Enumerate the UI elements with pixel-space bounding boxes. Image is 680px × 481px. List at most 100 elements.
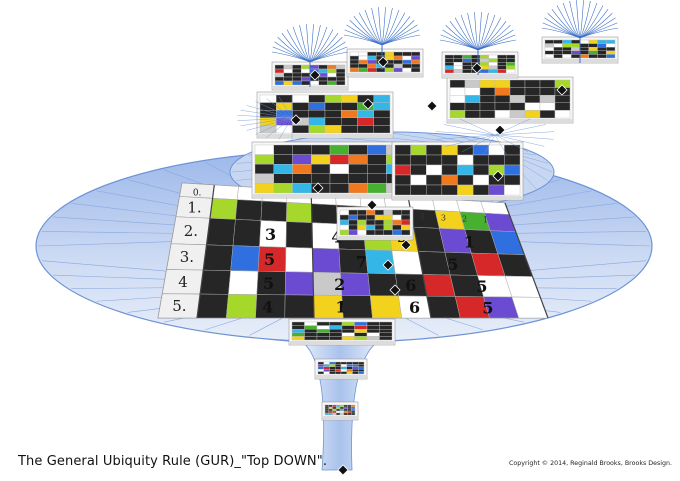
- sub-grid-cell: [292, 163, 312, 174]
- sub-grid-cell: [349, 55, 359, 61]
- sub-grid-cell: [441, 184, 458, 196]
- sub-grid-cell: [497, 62, 507, 67]
- sub-grid-cell: [283, 76, 293, 82]
- grid-cell: [432, 198, 461, 213]
- sub-grid-cell: [462, 54, 472, 59]
- sub-grid-cell: [327, 76, 337, 82]
- sub-grid-cell: [479, 110, 496, 119]
- diagram-title: The General Ubiquity Rule (GUR)_"Top DOW…: [18, 454, 328, 469]
- sub-grid-cell: [544, 39, 554, 44]
- sub-grid-cell: [579, 39, 589, 44]
- tree-branch: [299, 25, 311, 63]
- sub-grid-cell: [471, 54, 481, 59]
- sub-grid-cell: [562, 47, 572, 52]
- sub-grid-cell: [411, 59, 421, 65]
- sub-grid-cell: [292, 183, 312, 194]
- sub-grid-cell: [401, 214, 411, 221]
- column-divider: [504, 202, 549, 319]
- sub-grid-cell: [444, 65, 454, 70]
- sub-grid-cell: [504, 164, 521, 176]
- sub-grid-cell: [524, 87, 541, 96]
- sub-grid-cell: [606, 39, 616, 44]
- sub-grid-cell: [316, 329, 330, 334]
- sub-grid-cell: [347, 408, 352, 412]
- sub-grid-cell: [367, 154, 387, 165]
- sub-grid-cell: [357, 219, 367, 226]
- sub-grid-cell: [506, 62, 516, 67]
- grid-cell: [426, 295, 461, 319]
- sub-grid-cell: [336, 406, 341, 410]
- sub-grid-cell: [393, 63, 403, 69]
- sub-grid-cell: [354, 332, 368, 337]
- sub-grid-cell: [462, 62, 472, 67]
- sub-grid-cell: [472, 184, 489, 196]
- sub-grid-cell: [308, 109, 326, 118]
- sub-grid-cell: [357, 125, 374, 134]
- sub-grid-cell: [329, 325, 343, 330]
- tree-branch: [381, 7, 386, 46]
- grid-cell: [209, 198, 238, 220]
- sub-grid-cell: [597, 43, 607, 48]
- sub-grid-cell: [329, 361, 336, 365]
- sub-grid-cell: [588, 54, 598, 59]
- sub-grid-cell: [352, 369, 359, 372]
- sub-grid-cell: [292, 80, 302, 86]
- tree-branch: [240, 110, 293, 119]
- sub-grid-cell: [383, 214, 393, 221]
- sub-grid-cell: [383, 229, 393, 236]
- sub-grid-cell: [341, 332, 355, 337]
- sub-grid-cell: [357, 109, 374, 118]
- sub-grid-cell: [562, 39, 572, 44]
- sub-grid-cell: [318, 64, 328, 70]
- sub-grid-cell: [384, 67, 394, 73]
- sub-grid-cell: [348, 183, 368, 194]
- sub-grid-cell: [367, 55, 377, 61]
- tree-branch: [278, 96, 293, 119]
- sub-grid-cell: [349, 67, 359, 73]
- tree-branch: [381, 34, 421, 46]
- sub-grid-cell: [394, 174, 411, 186]
- sub-grid-cell: [358, 59, 368, 65]
- lower-grid-2: [314, 358, 368, 380]
- sub-grid-cell: [291, 321, 305, 326]
- sub-grid-cell: [524, 79, 541, 88]
- sub-grid-cell: [374, 229, 384, 236]
- grid-cell: [225, 294, 258, 319]
- sub-grid-cell: [393, 51, 403, 57]
- sub-grid-cell: [309, 64, 319, 70]
- sub-grid-cell: [332, 404, 337, 408]
- sub-grid-cell: [544, 47, 554, 52]
- sub-grid-cell: [402, 67, 412, 73]
- sub-grid-cell: [351, 404, 356, 408]
- sub-grid-cell: [329, 329, 343, 334]
- sub-grid-cell: [276, 102, 293, 111]
- sub-grid-cell: [383, 209, 393, 216]
- sub-grid-cell: [464, 94, 481, 103]
- sub-grid-cell: [354, 336, 368, 341]
- sub-grid-cell: [339, 214, 349, 221]
- sub-grid-cell: [349, 59, 359, 65]
- sub-grid-cell: [366, 209, 376, 216]
- tree-branch: [255, 117, 293, 135]
- sub-grid-cell: [276, 125, 293, 134]
- sub-grid-cell: [347, 412, 352, 416]
- sub-grid-cell: [479, 62, 489, 67]
- sub-grid-tiny-3: [441, 51, 519, 79]
- sub-grid-cell: [411, 55, 421, 61]
- sub-grid-caption: [322, 416, 358, 419]
- sub-grid-cell: [354, 329, 368, 334]
- sub-grid-caption: [257, 134, 393, 137]
- sub-grid-cell: [329, 366, 336, 370]
- tree-branch: [462, 134, 496, 152]
- sub-grid-cell: [497, 54, 507, 59]
- sub-grid-cell: [336, 408, 341, 412]
- sub-grid-cell: [324, 117, 342, 126]
- sub-grid-cell: [588, 50, 598, 55]
- tree-branch: [494, 134, 554, 140]
- sub-grid-cell: [329, 144, 349, 155]
- sub-grid-cell: [379, 336, 393, 341]
- sub-grid-cell: [329, 321, 343, 326]
- sub-grid-cell: [488, 184, 505, 196]
- sub-grid-cell: [444, 69, 454, 74]
- sub-grid-cell: [308, 125, 326, 134]
